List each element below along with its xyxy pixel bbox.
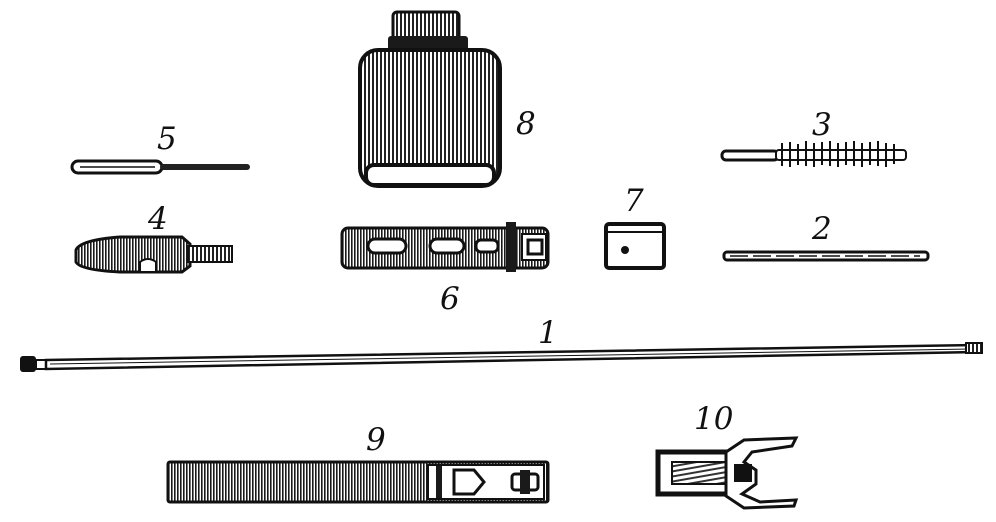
clip-tool xyxy=(655,436,799,510)
small-block xyxy=(604,222,666,270)
label-8: 8 xyxy=(516,106,536,142)
label-7: 7 xyxy=(624,183,644,219)
case-sleeve xyxy=(340,222,550,272)
thin-rod xyxy=(722,250,930,262)
label-5: 5 xyxy=(157,121,177,157)
long-case xyxy=(166,460,550,504)
cleaning-jag xyxy=(74,235,233,274)
long-cleaning-rod xyxy=(20,342,983,372)
oil-bottle xyxy=(358,10,502,188)
label-10: 10 xyxy=(694,401,734,437)
label-1: 1 xyxy=(538,315,558,351)
label-9: 9 xyxy=(366,422,386,458)
cleaning-brush xyxy=(720,141,907,167)
drift-rod xyxy=(70,159,250,175)
label-4: 4 xyxy=(148,201,168,237)
label-2: 2 xyxy=(812,211,832,247)
label-3: 3 xyxy=(812,107,832,143)
label-6: 6 xyxy=(440,281,460,317)
